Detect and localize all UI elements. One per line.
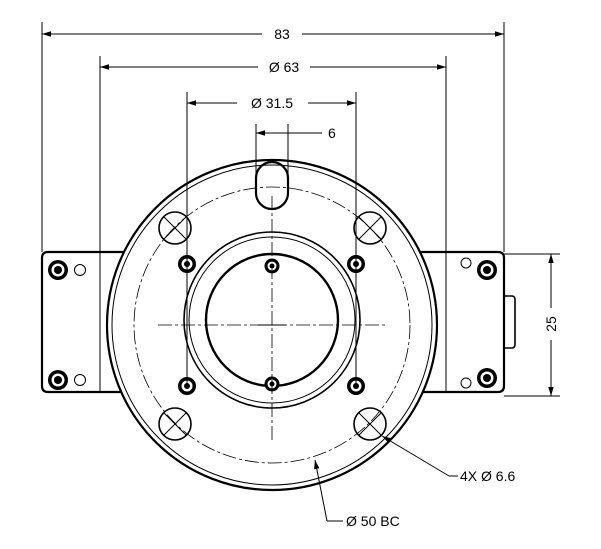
- dim-outer-diameter: Ø 63: [99, 56, 447, 252]
- dim-63-label: Ø 63: [269, 59, 300, 75]
- through-holes: [158, 211, 387, 441]
- callout-bc-label: Ø 50 BC: [346, 513, 400, 529]
- callout-bc: Ø 50 BC: [314, 459, 400, 529]
- dim-83-label: 83: [274, 26, 290, 42]
- mounting-plate: [40, 250, 516, 394]
- dim-6-label: 6: [328, 125, 336, 141]
- dim-25-label: 25: [543, 316, 559, 332]
- dim-mount-height: 25: [504, 253, 560, 397]
- corner-screw-bottom-right: [460, 368, 497, 389]
- dim-slot-width: 6: [255, 124, 336, 178]
- corner-screw-top-left: [48, 260, 86, 280]
- callout-hole: 4X Ø 6.6: [381, 435, 515, 484]
- center-lines: [158, 196, 388, 440]
- bolt-circle-50-bc: [133, 186, 411, 464]
- corner-screw-bottom-left: [48, 370, 86, 390]
- dim-bore-diameter: Ø 31.5: [186, 92, 357, 386]
- dim-overall-width: 83: [41, 22, 505, 252]
- corner-screw-top-right: [460, 257, 497, 280]
- callout-hole-label: 4X Ø 6.6: [460, 468, 515, 484]
- dim-31-5-label: Ø 31.5: [251, 95, 293, 111]
